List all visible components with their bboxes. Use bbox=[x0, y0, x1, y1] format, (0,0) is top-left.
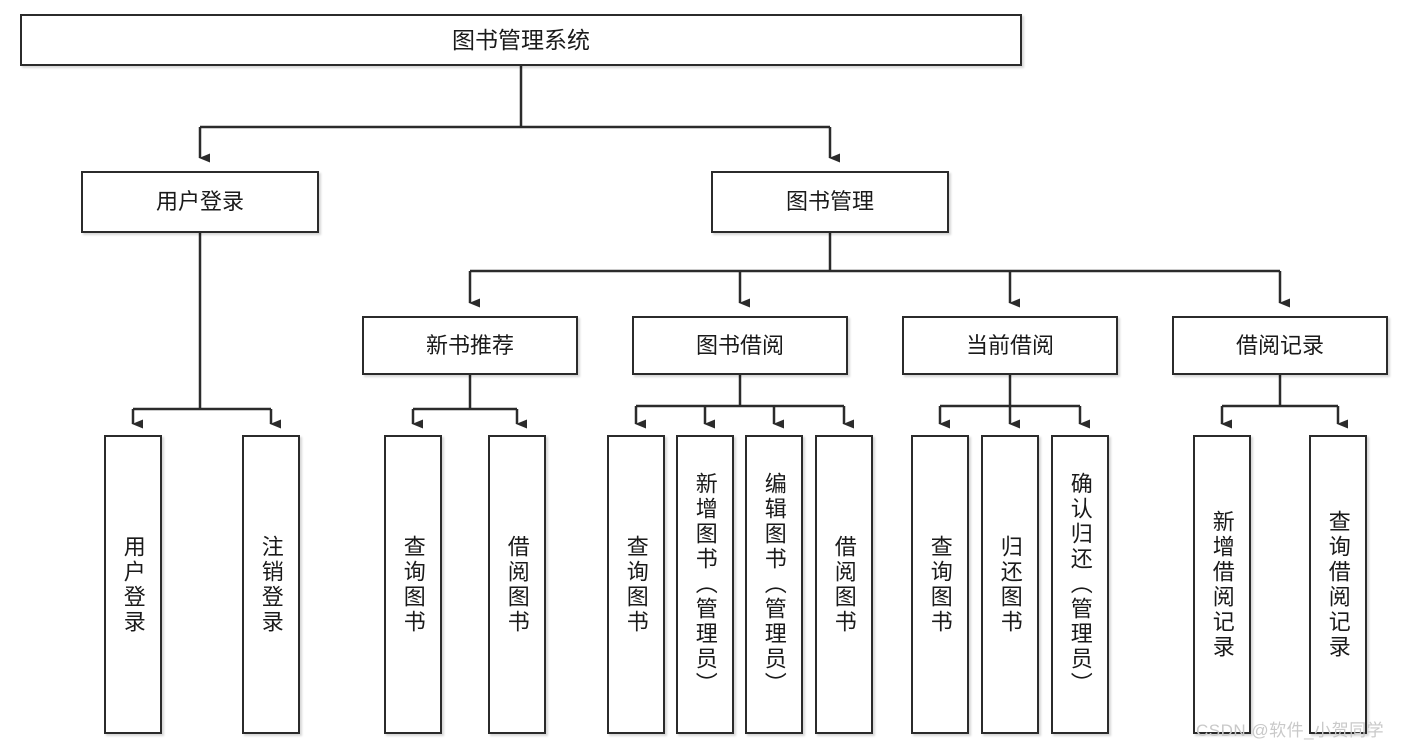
node-label: 查询借阅记录 bbox=[1325, 509, 1351, 660]
node-root-system[interactable]: 图书管理系统 bbox=[20, 14, 1022, 66]
node-label: 图书借阅 bbox=[695, 332, 784, 358]
node-leaf-query-book-recommend[interactable]: 查询图书 bbox=[384, 435, 442, 734]
node-label: 新增图书（管理员） bbox=[692, 472, 718, 697]
node-label: 新书推荐 bbox=[425, 332, 514, 358]
node-leaf-query-record[interactable]: 查询借阅记录 bbox=[1309, 435, 1367, 734]
node-label: 图书管理系统 bbox=[452, 26, 590, 53]
node-book-management[interactable]: 图书管理 bbox=[711, 171, 949, 233]
node-leaf-borrow-book[interactable]: 借阅图书 bbox=[815, 435, 873, 734]
node-leaf-confirm-return[interactable]: 确认归还（管理员） bbox=[1051, 435, 1109, 734]
node-label: 用户登录 bbox=[155, 189, 244, 215]
node-label: 借阅图书 bbox=[831, 534, 857, 635]
node-leaf-user-logout[interactable]: 注销登录 bbox=[242, 435, 300, 734]
node-label: 注销登录 bbox=[258, 534, 284, 635]
node-current-borrow[interactable]: 当前借阅 bbox=[902, 316, 1118, 375]
node-leaf-user-login[interactable]: 用户登录 bbox=[104, 435, 162, 734]
node-label: 当前借阅 bbox=[965, 332, 1054, 358]
node-leaf-query-book-borrow[interactable]: 查询图书 bbox=[607, 435, 665, 734]
node-book-borrow[interactable]: 图书借阅 bbox=[632, 316, 848, 375]
node-label: 用户登录 bbox=[120, 534, 146, 635]
node-label: 查询图书 bbox=[623, 534, 649, 635]
node-label: 归还图书 bbox=[997, 534, 1023, 635]
node-leaf-return-book[interactable]: 归还图书 bbox=[981, 435, 1039, 734]
node-label: 查询图书 bbox=[400, 534, 426, 635]
node-new-book-recommend[interactable]: 新书推荐 bbox=[362, 316, 578, 375]
node-label: 图书管理 bbox=[785, 189, 874, 215]
node-label: 借阅图书 bbox=[504, 534, 530, 635]
node-label: 确认归还（管理员） bbox=[1067, 472, 1093, 697]
node-label: 借阅记录 bbox=[1235, 332, 1324, 358]
node-leaf-edit-book[interactable]: 编辑图书（管理员） bbox=[745, 435, 803, 734]
node-user-login[interactable]: 用户登录 bbox=[81, 171, 319, 233]
csdn-watermark: CSDN @软件_小贺同学 bbox=[1196, 721, 1385, 740]
node-label: 查询图书 bbox=[927, 534, 953, 635]
node-leaf-add-book[interactable]: 新增图书（管理员） bbox=[676, 435, 734, 734]
node-leaf-add-record[interactable]: 新增借阅记录 bbox=[1193, 435, 1251, 734]
node-borrow-record[interactable]: 借阅记录 bbox=[1172, 316, 1388, 375]
node-leaf-query-book-current[interactable]: 查询图书 bbox=[911, 435, 969, 734]
node-leaf-borrow-book-recommend[interactable]: 借阅图书 bbox=[488, 435, 546, 734]
node-label: 新增借阅记录 bbox=[1209, 509, 1235, 660]
node-label: 编辑图书（管理员） bbox=[761, 472, 787, 697]
